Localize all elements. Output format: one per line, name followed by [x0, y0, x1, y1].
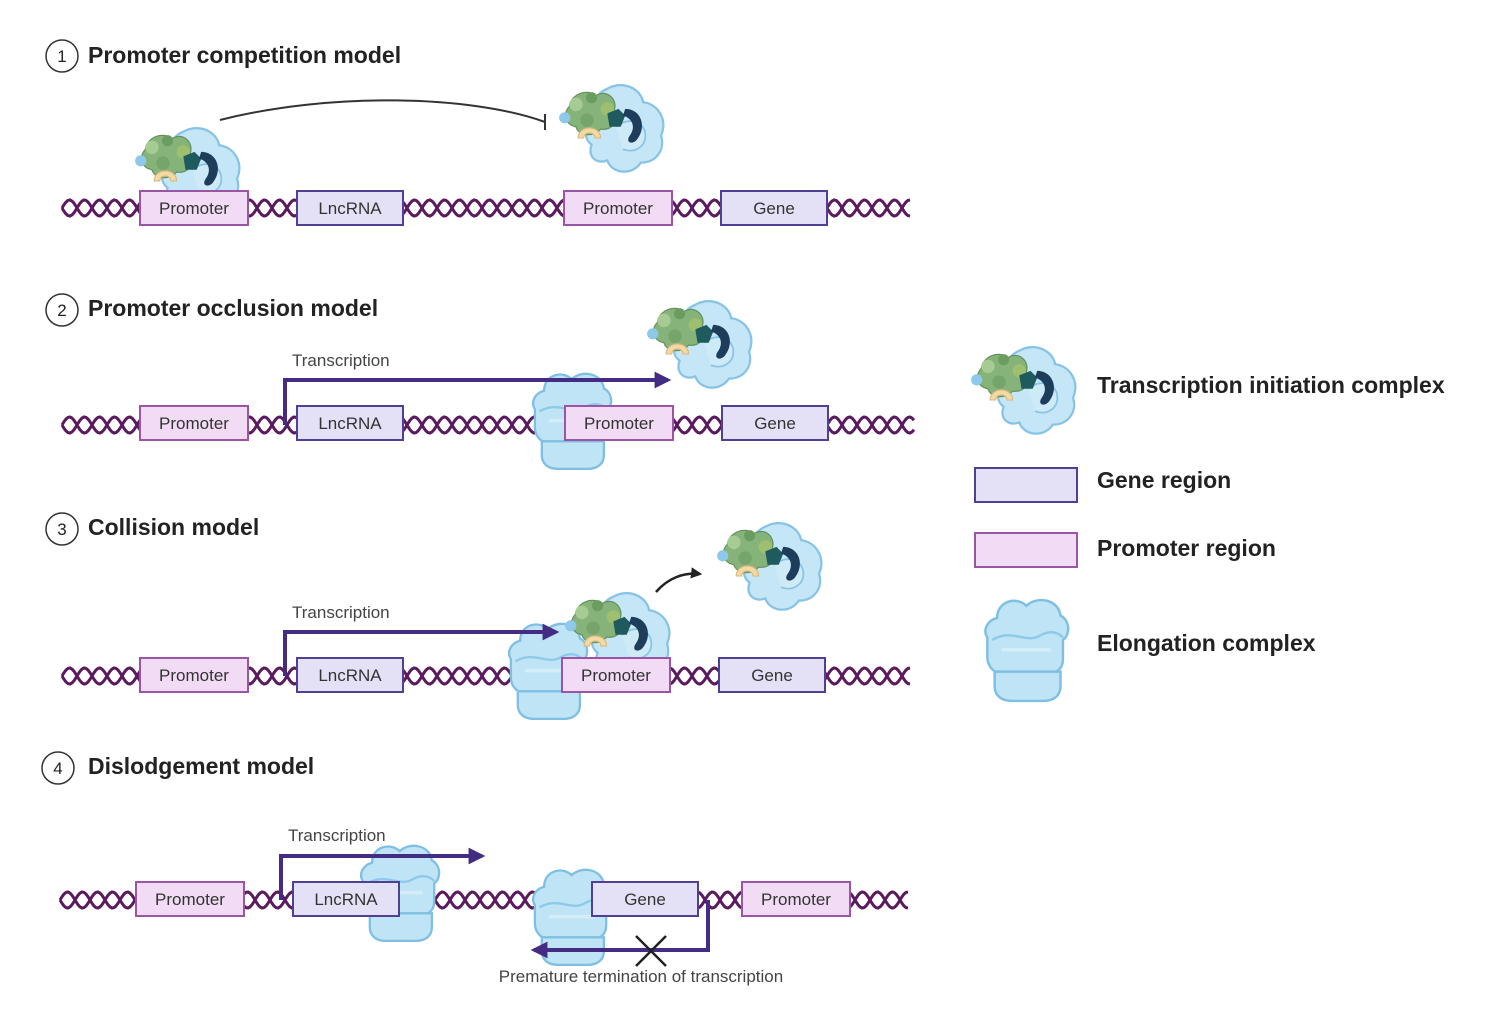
panel-3: 3 Collision model Transcription Promoter… [45, 512, 911, 721]
box-label: Promoter [159, 199, 229, 218]
panel-1: 1 Promoter competition model Promoter Ln… [45, 39, 911, 226]
promoter-region-swatch [974, 532, 1078, 568]
transcription-initiation-complex-icon [645, 299, 753, 389]
panel-number-circle [45, 512, 79, 546]
panel-number: 4 [53, 759, 62, 778]
panel-number-circle [41, 751, 75, 785]
termination-x-icon [635, 935, 667, 967]
transcription-label: Transcription [292, 351, 390, 370]
lncrna-box: LncRNA [296, 190, 404, 226]
panel-number-circle [45, 293, 79, 327]
box-label: LncRNA [318, 414, 382, 433]
legend-label: Elongation complex [1097, 630, 1316, 656]
panel-title: Promoter occlusion model [88, 295, 378, 321]
gene-box: Gene [591, 881, 699, 917]
box-label: LncRNA [318, 199, 382, 218]
box-label: Promoter [159, 666, 229, 685]
inhibition-arrow [219, 99, 546, 123]
box-label: LncRNA [314, 890, 378, 909]
reverse-transcription-arrow [530, 900, 710, 959]
panel-number: 1 [57, 47, 66, 66]
legend-label: Transcription initiation complex [1097, 372, 1445, 398]
dislodge-arrow [655, 567, 703, 593]
gene-region-swatch [974, 467, 1078, 503]
promoter-box: Promoter [135, 881, 245, 917]
panel-number-circle [45, 39, 79, 73]
box-label: Gene [751, 666, 793, 685]
box-label: Gene [753, 199, 795, 218]
promoter-box: Promoter [563, 190, 673, 226]
promoter-box: Promoter [139, 405, 249, 441]
promoter-box: Promoter [139, 657, 249, 693]
box-label: Promoter [581, 666, 651, 685]
panel-number: 2 [57, 301, 66, 320]
promoter-box: Promoter [564, 405, 674, 441]
promoter-box: Promoter [139, 190, 249, 226]
transcription-initiation-complex-icon [557, 83, 665, 173]
box-label: Gene [754, 414, 796, 433]
box-label: Promoter [159, 414, 229, 433]
termination-label: Premature termination of transcription [499, 967, 783, 986]
transcription-arrow [283, 371, 672, 425]
panel-number: 3 [57, 520, 66, 539]
transcription-label: Transcription [288, 826, 386, 845]
box-label: Promoter [155, 890, 225, 909]
lncrna-box: LncRNA [296, 657, 404, 693]
transcription-label: Transcription [292, 603, 390, 622]
gene-box: Gene [718, 657, 826, 693]
transcription-arrow [283, 623, 560, 676]
legend: Transcription initiation complex Gene re… [969, 345, 1445, 703]
transcription-initiation-complex-icon [715, 521, 823, 611]
elongation-complex-icon [983, 598, 1071, 703]
box-label: Promoter [761, 890, 831, 909]
box-label: LncRNA [318, 666, 382, 685]
legend-label: Gene region [1097, 467, 1231, 493]
panel-title: Collision model [88, 514, 259, 540]
panel-title: Dislodgement model [88, 753, 314, 779]
box-label: Gene [624, 890, 666, 909]
promoter-box: Promoter [741, 881, 851, 917]
panel-4: 4 Dislodgement model Transcription Prema… [41, 751, 909, 986]
gene-box: Gene [721, 405, 829, 441]
box-label: Promoter [583, 199, 653, 218]
lncrna-box: LncRNA [292, 881, 400, 917]
panel-2: 2 Promoter occlusion model Transcription… [45, 293, 916, 471]
box-label: Promoter [584, 414, 654, 433]
transcription-initiation-complex-icon [969, 345, 1077, 435]
gene-box: Gene [720, 190, 828, 226]
legend-label: Promoter region [1097, 535, 1276, 561]
panel-title: Promoter competition model [88, 42, 401, 68]
lncrna-box: LncRNA [296, 405, 404, 441]
transcription-arrow [279, 847, 486, 900]
promoter-box: Promoter [561, 657, 671, 693]
